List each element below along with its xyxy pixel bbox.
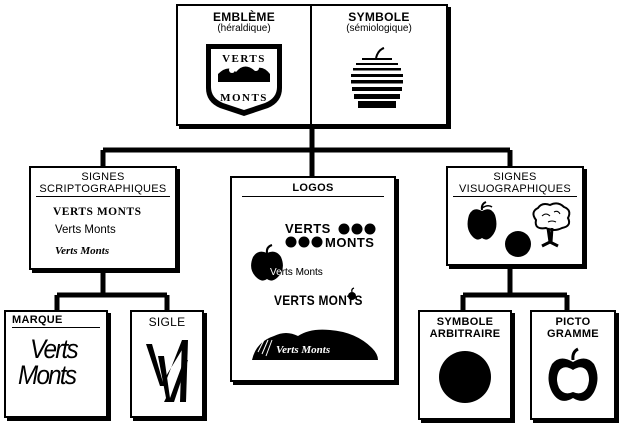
scripto-title-line1: SIGNES <box>81 171 125 183</box>
scripto-sample-sans: Verts Monts <box>55 224 116 236</box>
symbole-subtitle: (sémiologique) <box>346 23 412 34</box>
symbole-arbitraire-title-line2: ARBITRAIRE <box>429 328 501 340</box>
scripto-title-line2: SCRIPTOGRAPHIQUES <box>36 183 170 197</box>
sigle-vm-monogram-icon <box>146 340 188 402</box>
top-box-divider <box>310 6 312 124</box>
top-box: EMBLÈME (héraldique) VERTS MONTS SYMBOLE… <box>176 4 448 126</box>
visuo-title-line2: VISUOGRAPHIQUES <box>453 183 577 197</box>
visuo-apple-icon <box>467 201 497 240</box>
logo3-text: VERTS MONTS <box>274 292 363 308</box>
visuo-title-line1: SIGNES <box>493 171 537 183</box>
visuo-tree-icon <box>532 202 571 248</box>
logo4-hills-banner-icon <box>252 329 378 360</box>
shield-text-monts: MONTS <box>220 92 268 104</box>
picto-title-line2: GRAMME <box>547 328 599 340</box>
logo1-monts-text: MONTS <box>325 235 375 250</box>
logo1-verts-text: VERTS <box>285 221 331 236</box>
apple-pictogram-icon <box>548 347 598 401</box>
scripto-sample-caps: VERTS MONTS <box>53 206 142 218</box>
embleme-panel: EMBLÈME (héraldique) VERTS MONTS <box>178 6 310 124</box>
logo3-apple-mark-icon <box>348 287 356 300</box>
visuo-circle-icon <box>505 231 531 257</box>
shield-text-verts: VERTS <box>222 53 266 65</box>
logo4-text: Verts Monts <box>276 344 331 356</box>
heraldic-shield-icon <box>206 44 282 116</box>
sigle-title: SIGLE <box>148 315 186 329</box>
embleme-subtitle: (héraldique) <box>217 23 271 34</box>
symbole-arbitraire-box: SYMBOLE ARBITRAIRE <box>418 310 512 420</box>
arbitrary-circle-icon <box>439 351 491 403</box>
logo2-apple-icon <box>251 244 283 281</box>
marque-line2: Monts <box>18 360 77 390</box>
logo1-dots-icon <box>285 223 376 248</box>
scriptographic-signs-box: SIGNES SCRIPTOGRAPHIQUES VERTS MONTS Ver… <box>29 166 177 270</box>
pictogramme-box: PICTO GRAMME <box>530 310 616 420</box>
logos-title: LOGOS <box>242 182 384 197</box>
marque-line1: Verts <box>30 334 79 364</box>
sigle-box: SIGLE <box>130 310 204 418</box>
logos-box: LOGOS VERTS MONTS Verts Monts VERTS MONT… <box>230 176 396 382</box>
visuographic-signs-box: SIGNES VISUOGRAPHIQUES <box>446 166 584 266</box>
logo2-text: Verts Monts <box>270 267 323 278</box>
symbole-arbitraire-title-line1: SYMBOLE <box>436 316 494 328</box>
marque-box: MARQUE Verts Monts <box>4 310 108 418</box>
symbole-panel: SYMBOLE (sémiologique) <box>312 6 446 124</box>
embleme-title: EMBLÈME <box>212 10 276 24</box>
scripto-sample-script: Verts Monts <box>55 245 110 257</box>
marque-title: MARQUE <box>12 314 100 328</box>
picto-title-line1: PICTO <box>555 316 591 328</box>
symbole-title: SYMBOLE <box>348 10 410 24</box>
striped-apple-symbol-icon <box>351 47 403 108</box>
